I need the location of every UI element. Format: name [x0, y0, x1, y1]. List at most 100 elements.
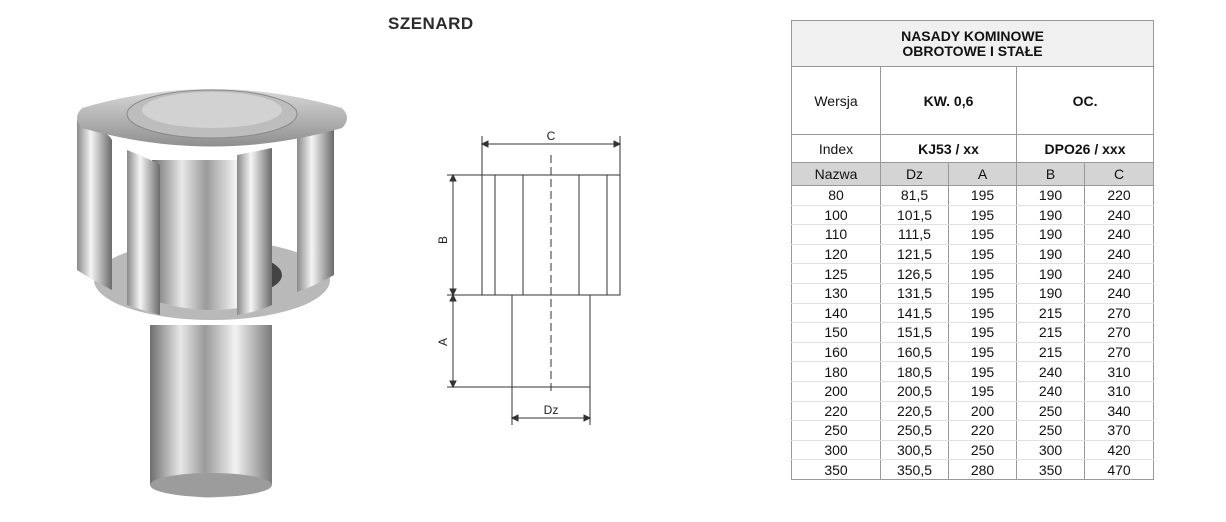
table-cell: 126,5: [880, 263, 949, 284]
table-cell: 150: [791, 322, 881, 343]
table-cell: 250,5: [880, 420, 949, 441]
version-kw: KW. 0,6: [880, 66, 1017, 135]
index-kw: KJ53 / xx: [880, 134, 1017, 163]
dim-dz-label: Dz: [544, 403, 559, 417]
dim-b-label: B: [436, 236, 450, 244]
col-header-a: A: [948, 162, 1017, 186]
table-cell: 160: [791, 342, 881, 363]
table-cell: 240: [1083, 263, 1155, 284]
product-title: SZENARD: [388, 14, 474, 33]
table-cell: 350,5: [880, 459, 949, 480]
table-cell: 200: [791, 381, 881, 402]
table-cell: 220,5: [880, 401, 949, 422]
table-cell: 190: [1016, 205, 1085, 226]
table-cell: 195: [948, 361, 1017, 382]
index-oc: DPO26 / xxx: [1015, 134, 1155, 163]
table-cell: 350: [1016, 459, 1085, 480]
table-cell: 220: [1083, 185, 1155, 206]
table-cell: 195: [948, 381, 1017, 402]
table-cell: 340: [1083, 401, 1155, 422]
table-cell: 420: [1083, 440, 1155, 461]
table-cell: 195: [948, 342, 1017, 363]
version-row: Wersja KW. 0,6 OC.: [791, 66, 1155, 135]
table-cell: 190: [1016, 244, 1085, 265]
table-cell: 240: [1083, 283, 1155, 304]
table-cell: 131,5: [880, 283, 949, 304]
table-cell: 195: [948, 244, 1017, 265]
table-cell: 81,5: [880, 185, 949, 206]
table-cell: 250: [791, 420, 881, 441]
table-cell: 300: [791, 440, 881, 461]
table-cell: 250: [948, 440, 1017, 461]
index-label: Index: [791, 134, 881, 163]
dim-c-label: C: [547, 129, 556, 143]
table-cell: 120: [791, 244, 881, 265]
table-cell: 125: [791, 263, 881, 284]
table-cell: 215: [1016, 303, 1085, 324]
table-cell: 190: [1016, 224, 1085, 245]
table-title: NASADY KOMINOWE OBROTOWE I STAŁE: [790, 20, 1155, 67]
table-title-row: NASADY KOMINOWE OBROTOWE I STAŁE: [790, 20, 1155, 67]
table-cell: 101,5: [880, 205, 949, 226]
table-cell: 200: [948, 401, 1017, 422]
table-cell: 215: [1016, 342, 1085, 363]
table-cell: 130: [791, 283, 881, 304]
table-cell: 200,5: [880, 381, 949, 402]
dim-a-label: A: [436, 338, 450, 346]
table-cell: 121,5: [880, 244, 949, 265]
table-cell: 160,5: [880, 342, 949, 363]
version-label: Wersja: [791, 66, 881, 135]
table-cell: 195: [948, 283, 1017, 304]
table-cell: 310: [1083, 381, 1155, 402]
table-cell: 310: [1083, 361, 1155, 382]
table-cell: 195: [948, 185, 1017, 206]
table-cell: 300: [1016, 440, 1085, 461]
table-cell: 220: [948, 420, 1017, 441]
table-cell: 195: [948, 263, 1017, 284]
table-cell: 100: [791, 205, 881, 226]
table-cell: 370: [1083, 420, 1155, 441]
table-cell: 180: [791, 361, 881, 382]
table-cell: 140: [791, 303, 881, 324]
table-cell: 470: [1083, 459, 1155, 480]
table-cell: 110: [791, 224, 881, 245]
table-cell: 111,5: [880, 224, 949, 245]
technical-drawing: C B A Dz: [436, 129, 622, 425]
version-oc: OC.: [1015, 66, 1155, 135]
col-header-b: B: [1016, 162, 1085, 186]
table-cell: 240: [1016, 361, 1085, 382]
table-cell: 190: [1016, 263, 1085, 284]
table-cell: 250: [1016, 401, 1085, 422]
table-cell: 280: [948, 459, 1017, 480]
table-cell: 350: [791, 459, 881, 480]
table-cell: 215: [1016, 322, 1085, 343]
column-header-row: Nazwa Dz A B C: [791, 162, 1155, 186]
table-cell: 270: [1083, 322, 1155, 343]
table-cell: 195: [948, 322, 1017, 343]
table-cell: 190: [1016, 283, 1085, 304]
col-header-c: C: [1083, 162, 1155, 186]
table-cell: 195: [948, 303, 1017, 324]
table-cell: 240: [1083, 224, 1155, 245]
spec-table: NASADY KOMINOWE OBROTOWE I STAŁE Wersja …: [790, 20, 1155, 480]
table-cell: 180,5: [880, 361, 949, 382]
chimney-cowl-photo: [77, 89, 347, 498]
table-cell: 270: [1083, 303, 1155, 324]
table-cell: 240: [1016, 381, 1085, 402]
col-header-nazwa: Nazwa: [791, 162, 881, 186]
